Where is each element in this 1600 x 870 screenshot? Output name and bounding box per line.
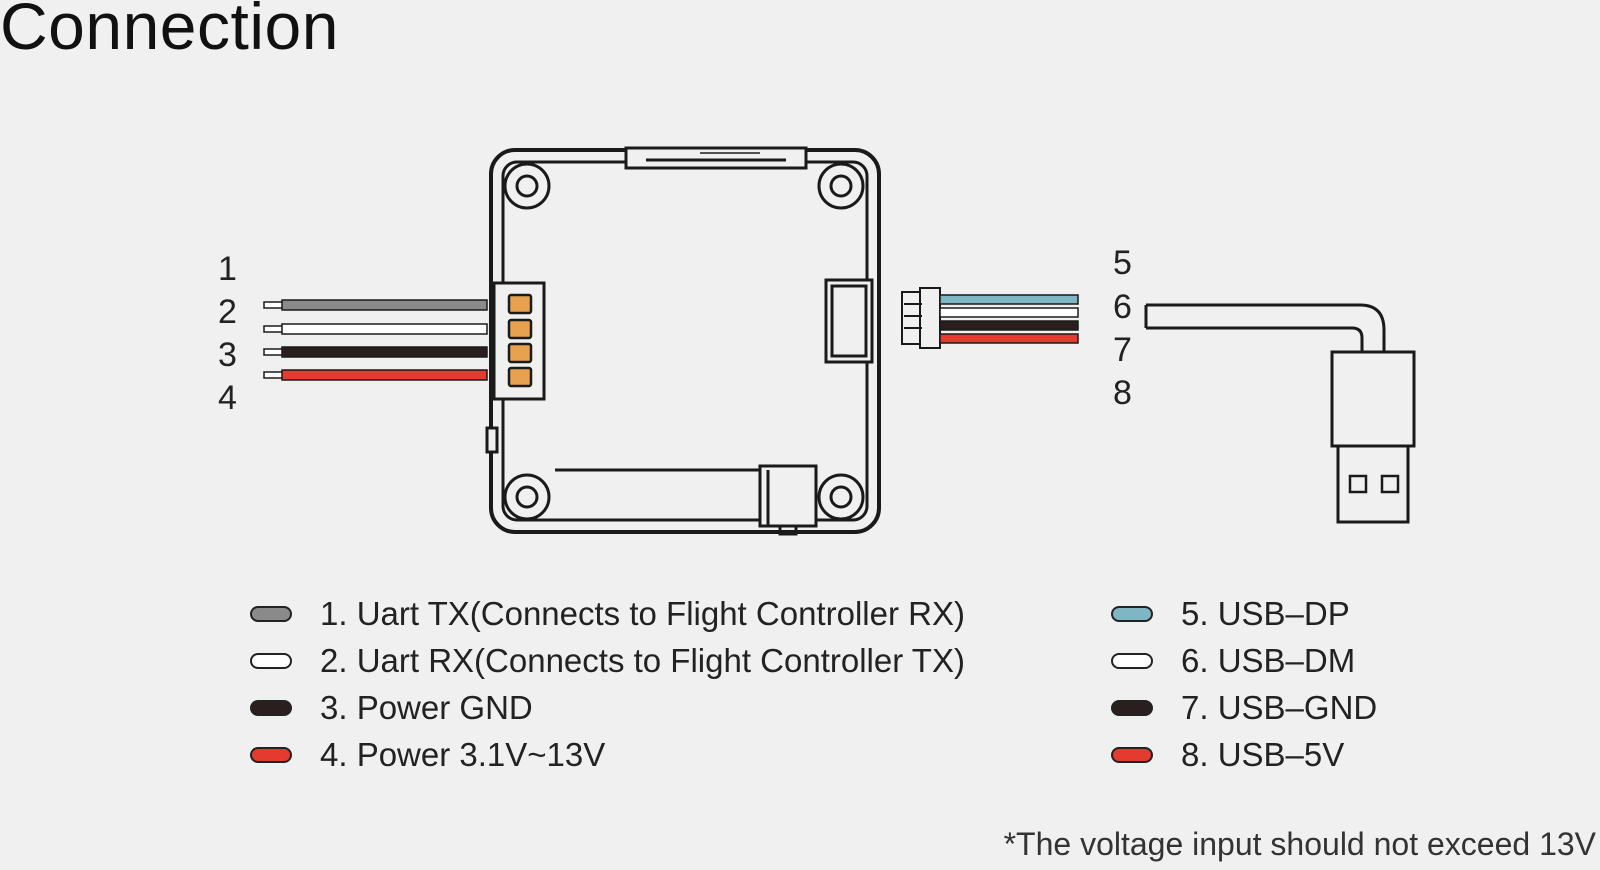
swatch-white bbox=[1111, 652, 1153, 669]
wire-1-tip bbox=[263, 301, 285, 309]
swatch-red bbox=[250, 746, 292, 763]
pad-3 bbox=[507, 342, 533, 364]
legend-item-usb-gnd: 7. USB–GND bbox=[1111, 684, 1377, 731]
pin-number-5: 5 bbox=[1113, 244, 1132, 282]
top-connector bbox=[624, 146, 808, 170]
usb-plug bbox=[1330, 350, 1416, 524]
wire-4-tip bbox=[263, 371, 285, 379]
wire-7-usb-gnd bbox=[939, 320, 1079, 331]
wire-8-usb-5v bbox=[939, 333, 1079, 344]
legend-label: 5. USB–DP bbox=[1181, 594, 1350, 632]
pad-2 bbox=[507, 318, 533, 340]
pad-4 bbox=[507, 366, 533, 388]
pin-number-4: 4 bbox=[218, 379, 237, 417]
legend-right: 5. USB–DP 6. USB–DM 7. USB–GND 8. USB–5V bbox=[1111, 590, 1377, 778]
legend-label: 6. USB–DM bbox=[1181, 641, 1356, 679]
pin-number-3: 3 bbox=[218, 336, 237, 374]
legend-item-uart-tx: 1. Uart TX(Connects to Flight Controller… bbox=[250, 590, 965, 637]
pin-number-8: 8 bbox=[1113, 374, 1132, 412]
pad-1 bbox=[507, 293, 533, 315]
pin-number-2: 2 bbox=[218, 293, 237, 331]
mounting-hole-bottom-left bbox=[503, 473, 551, 521]
legend-item-power: 4. Power 3.1V~13V bbox=[250, 731, 965, 778]
wire-2-tip bbox=[263, 325, 285, 333]
legend-label: 2. Uart RX(Connects to Flight Controller… bbox=[320, 641, 965, 679]
wire-4-power bbox=[281, 369, 488, 381]
page-title: Connection bbox=[0, 0, 339, 63]
swatch-black bbox=[250, 699, 292, 716]
legend-item-usb-5v: 8. USB–5V bbox=[1111, 731, 1377, 778]
left-wires bbox=[263, 299, 488, 381]
pin-number-7: 7 bbox=[1113, 331, 1132, 369]
legend-left: 1. Uart TX(Connects to Flight Controller… bbox=[250, 590, 965, 778]
usb-cable bbox=[1144, 303, 1386, 352]
right-wires bbox=[939, 294, 1079, 344]
swatch-gray bbox=[250, 605, 292, 622]
legend-label: 1. Uart TX(Connects to Flight Controller… bbox=[320, 594, 965, 632]
mounting-hole-top-right bbox=[817, 162, 865, 210]
wire-5-usb-dp bbox=[939, 294, 1079, 305]
legend-label: 3. Power GND bbox=[320, 688, 533, 726]
solder-pads bbox=[507, 293, 533, 388]
legend-label: 7. USB–GND bbox=[1181, 688, 1378, 726]
legend-item-usb-dm: 6. USB–DM bbox=[1111, 637, 1377, 684]
wire-6-usb-dm bbox=[939, 307, 1079, 318]
wire-3-tip bbox=[263, 348, 285, 356]
pin-number-6: 6 bbox=[1113, 288, 1132, 326]
swatch-white bbox=[250, 652, 292, 669]
swatch-blue bbox=[1111, 605, 1153, 622]
legend-label: 8. USB–5V bbox=[1181, 735, 1345, 773]
legend-item-power-gnd: 3. Power GND bbox=[250, 684, 965, 731]
voltage-footnote: *The voltage input should not exceed 13V bbox=[1003, 826, 1596, 862]
board-outer-outline bbox=[489, 148, 881, 534]
legend-label: 4. Power 3.1V~13V bbox=[320, 735, 606, 773]
pin-number-1: 1 bbox=[218, 250, 237, 288]
legend-item-uart-rx: 2. Uart RX(Connects to Flight Controller… bbox=[250, 637, 965, 684]
module-board bbox=[485, 146, 881, 536]
wire-1-uart-tx bbox=[281, 299, 488, 311]
legend-item-usb-dp: 5. USB–DP bbox=[1111, 590, 1377, 637]
swatch-black bbox=[1111, 699, 1153, 716]
swatch-red bbox=[1111, 746, 1153, 763]
wire-3-power-gnd bbox=[281, 346, 488, 358]
mounting-hole-bottom-right bbox=[817, 473, 865, 521]
usb-socket bbox=[824, 278, 874, 364]
mounting-hole-top-left bbox=[503, 162, 551, 210]
wire-2-uart-rx bbox=[281, 323, 488, 335]
jst-connector bbox=[901, 287, 941, 349]
